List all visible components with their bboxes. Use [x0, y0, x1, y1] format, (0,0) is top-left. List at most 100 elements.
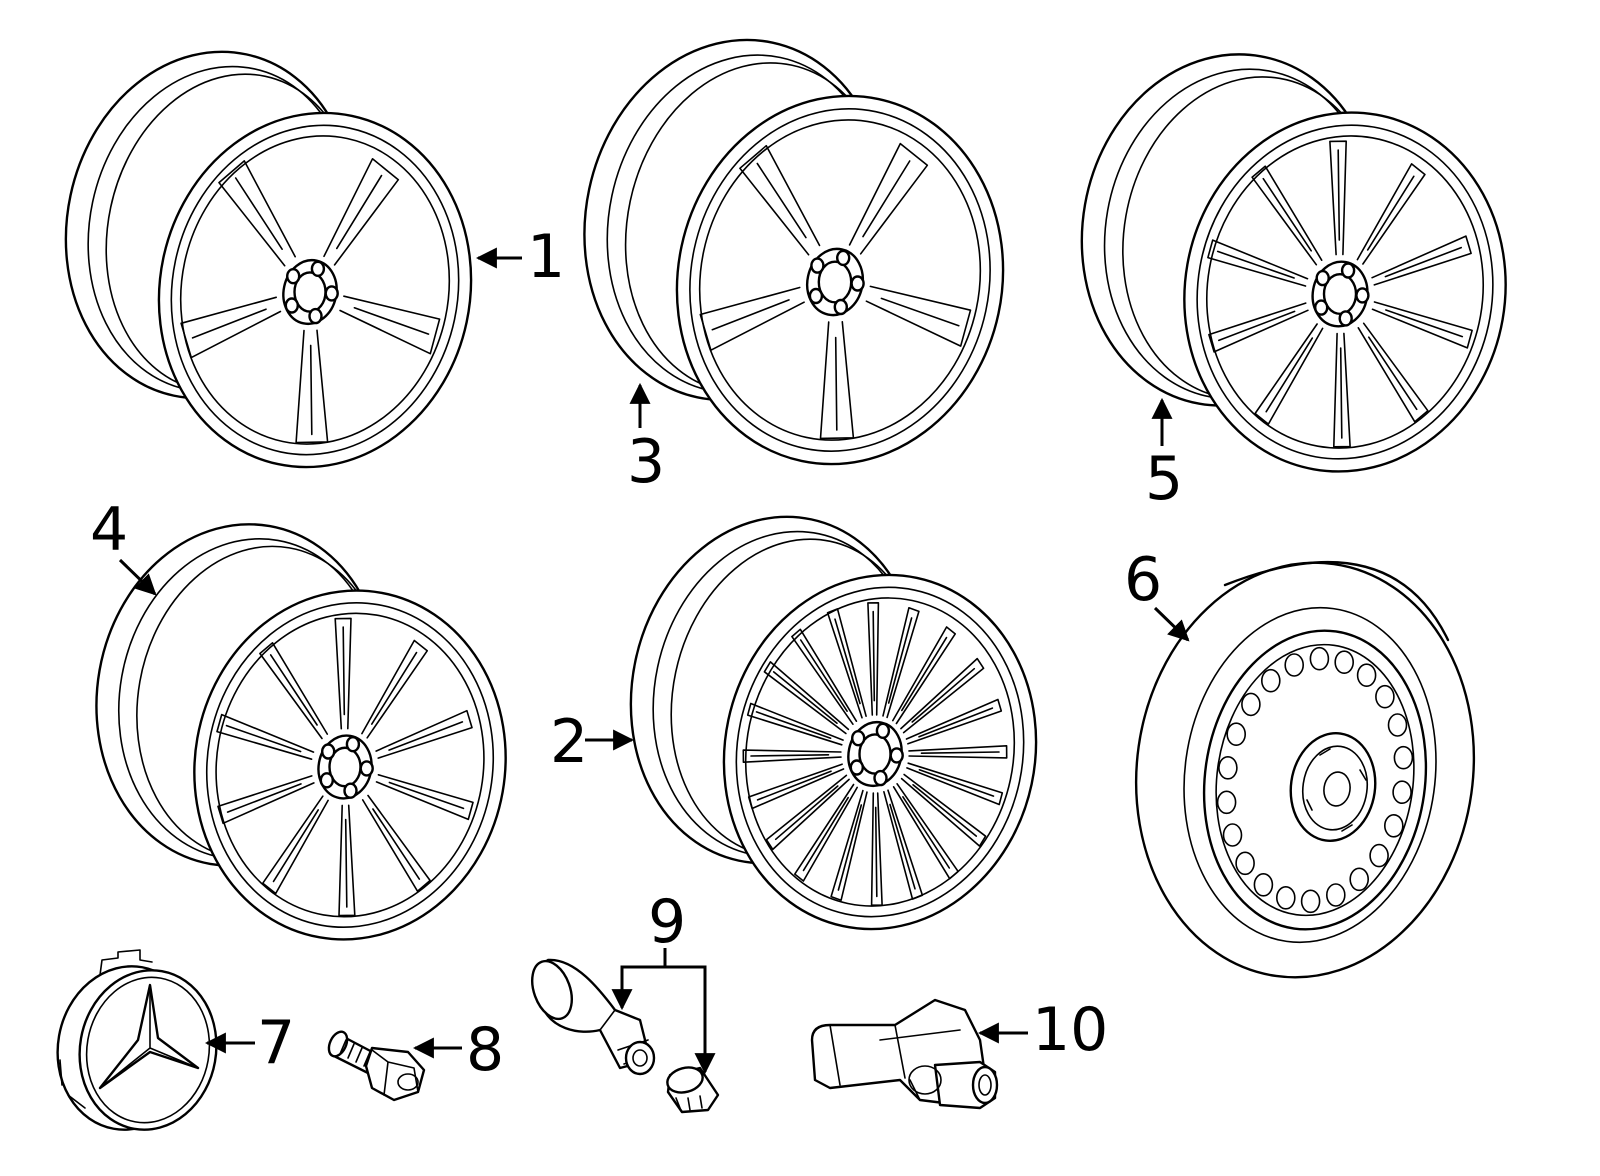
vent-hole [1356, 663, 1377, 688]
spoke [908, 745, 1008, 759]
vent-hole [1375, 684, 1395, 709]
spoke [375, 709, 473, 759]
spoke [295, 329, 329, 444]
spoke [791, 628, 858, 725]
vent-hole [1226, 722, 1246, 747]
lug-hole [284, 297, 299, 314]
vent-hole [1284, 653, 1304, 677]
vent-hole [1222, 823, 1243, 847]
spoke [882, 607, 920, 719]
vent-hole [1235, 851, 1255, 876]
wheel-spokes [742, 602, 1008, 906]
label-part-6: 6 [1124, 545, 1162, 615]
spare-wheel-part-6[interactable] [1110, 541, 1501, 1000]
valve-stem-part-9[interactable] [525, 956, 720, 1114]
spoke [742, 749, 842, 763]
label-part-7: 7 [257, 1008, 295, 1078]
callout-arrows [118, 247, 1190, 1075]
spoke [892, 626, 956, 725]
spoke [867, 602, 880, 716]
vent-hole [1334, 650, 1354, 675]
spoke [699, 286, 805, 351]
lug-hole [1355, 287, 1370, 304]
lug-hole [1313, 299, 1329, 316]
vent-hole [1309, 646, 1330, 671]
spoke [339, 295, 441, 355]
lug-hole [833, 298, 848, 316]
vent-hole [1326, 883, 1346, 907]
wheel-part-3[interactable] [552, 12, 1037, 495]
lug-hole [850, 275, 865, 292]
lug-hole [324, 285, 339, 302]
spoke [217, 775, 315, 825]
vent-hole [1369, 843, 1389, 868]
vent-hole [1300, 889, 1321, 914]
vent-hole [1253, 872, 1274, 897]
lug-hole [286, 268, 301, 285]
wheel-spokes [699, 142, 972, 440]
label-part-10: 10 [1032, 995, 1108, 1065]
vent-hole [1384, 813, 1404, 838]
wheel-spokes [1207, 140, 1473, 448]
wheel-part-4[interactable] [70, 501, 533, 964]
lug-hole [851, 730, 866, 747]
spoke [794, 783, 858, 882]
tpms-sensor-part-10[interactable] [810, 998, 999, 1110]
spoke [1207, 239, 1309, 287]
spoke [1371, 235, 1472, 286]
label-part-8: 8 [466, 1015, 504, 1085]
spoke [1254, 323, 1324, 425]
spoke [262, 795, 329, 895]
spoke [826, 608, 867, 719]
spoke [334, 617, 352, 730]
wheel-part-5[interactable] [1054, 31, 1533, 497]
spoke [180, 296, 282, 359]
lug-hole [1338, 310, 1353, 327]
center-cap-emblem-part-7[interactable] [45, 949, 229, 1141]
spoke [763, 661, 850, 735]
spoke [746, 702, 844, 746]
lug-hole [1315, 269, 1330, 287]
lug-hole [808, 287, 824, 305]
spoke [218, 160, 296, 267]
lug-hole [889, 747, 904, 764]
spoke [375, 774, 474, 821]
wheel-part-2[interactable] [599, 490, 1068, 959]
wheel-part-1[interactable] [34, 25, 503, 497]
lug-hole [345, 736, 361, 753]
spoke [1357, 322, 1429, 423]
lug-hole [321, 743, 336, 760]
label-part-5: 5 [1145, 444, 1183, 514]
label-part-3: 3 [627, 427, 665, 497]
lug-hole [810, 257, 825, 274]
spoke [900, 657, 985, 734]
vent-hole [1241, 692, 1261, 717]
lug-hole [875, 722, 891, 739]
label-part-1: 1 [527, 222, 565, 292]
spoke [830, 789, 868, 901]
vent-hole [1387, 713, 1408, 737]
spoke [361, 639, 428, 739]
wheel-bolt-part-8[interactable] [325, 1029, 426, 1102]
spoke [323, 158, 400, 266]
vent-hole [1349, 867, 1369, 892]
lug-hole [310, 260, 326, 277]
spoke [865, 285, 972, 347]
spoke [906, 762, 1004, 806]
vent-hole [1392, 780, 1412, 805]
lug-hole [359, 760, 374, 777]
spoke [338, 804, 356, 917]
spoke [892, 783, 959, 880]
lug-hole [849, 759, 864, 776]
spoke [900, 773, 987, 847]
wheel-spokes [180, 158, 441, 444]
spoke [883, 789, 924, 900]
vent-hole [1276, 885, 1296, 910]
lug-hole [836, 249, 851, 267]
lug-hole [1340, 262, 1356, 279]
spoke [819, 321, 855, 440]
spoke [1251, 165, 1323, 266]
label-part-9: 9 [648, 887, 686, 957]
vent-hole [1218, 755, 1238, 780]
